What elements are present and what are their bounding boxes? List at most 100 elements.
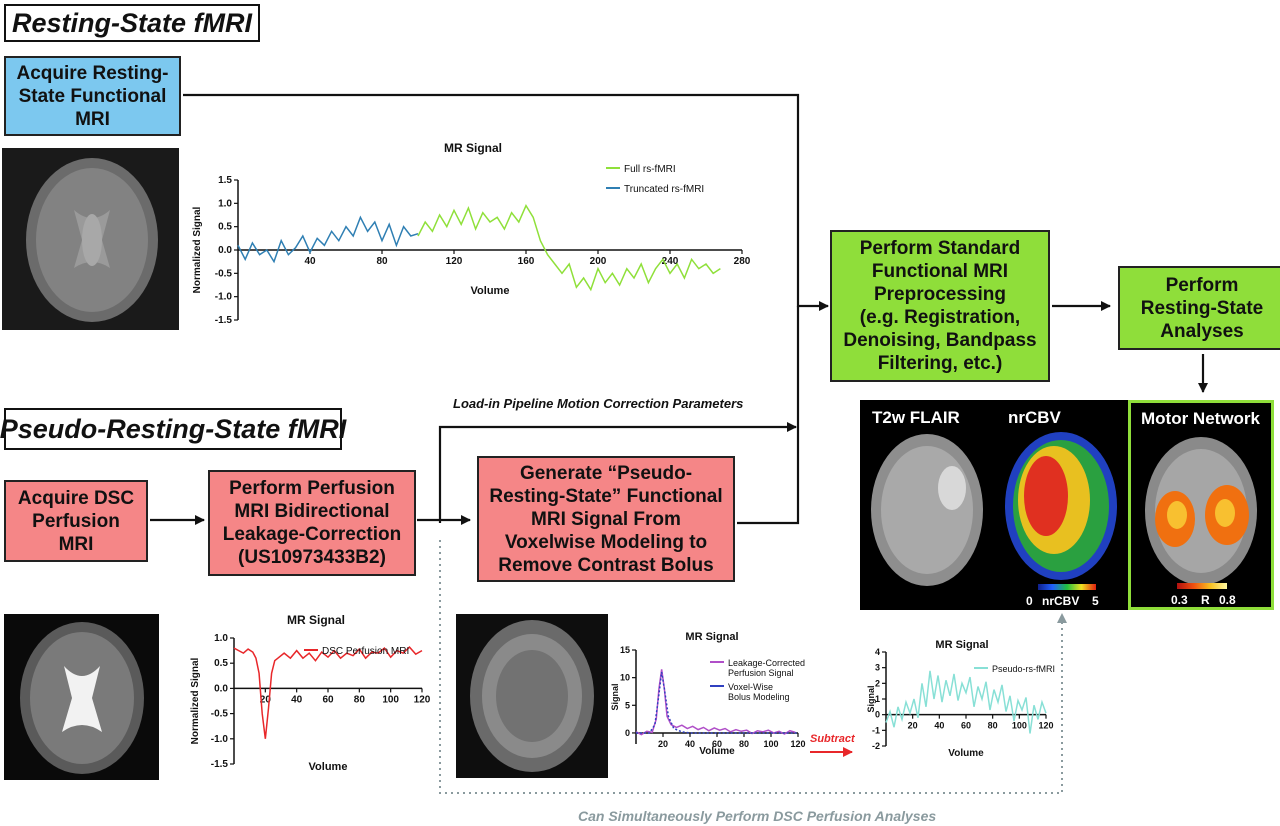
y-tick-label: 0.0 [218, 245, 232, 256]
x-tick-label: 80 [354, 694, 366, 705]
motion-correction-label: Load-in Pipeline Motion Correction Param… [453, 396, 744, 411]
y-tick-label: 0.0 [214, 683, 228, 694]
y-tick-label: 1.0 [214, 633, 228, 644]
y-tick-label: 4 [875, 647, 880, 657]
x-tick-label: 100 [763, 739, 778, 749]
x-tick-label: 160 [518, 256, 535, 267]
y-tick-label: 1 [875, 694, 880, 704]
resting-state-title: Resting-State fMRI [4, 4, 260, 42]
series-line-1 [417, 204, 721, 292]
y-tick-label: -0.5 [215, 268, 233, 279]
footer-note: Can Simultaneously Perform DSC Perfusion… [578, 808, 937, 824]
series-line-1 [885, 670, 1047, 734]
x-tick-label: 120 [414, 694, 431, 705]
generate-pseudo-rs-box: Generate “Pseudo- Resting-State” Functio… [477, 456, 735, 582]
y-tick-label: 1.0 [218, 198, 232, 209]
motor-scale-max: 0.8 [1219, 593, 1236, 607]
legend-label: Full rs-fMRI [624, 164, 676, 175]
y-axis-label: Signal [610, 683, 620, 710]
motor-scale-label: R [1201, 593, 1210, 607]
y-tick-label: -1.5 [215, 315, 233, 326]
chart-title: MR Signal [287, 613, 345, 627]
series-line-1 [233, 645, 423, 739]
y-tick-label: 0.5 [218, 222, 232, 233]
legend-label: Perfusion Signal [728, 668, 794, 678]
y-tick-label: 3 [875, 663, 880, 673]
legend-label: Truncated rs-fMRI [624, 184, 704, 195]
nrcbv-scale-label: nrCBV [1042, 594, 1080, 608]
y-tick-label: 2 [875, 678, 880, 688]
nrcbv-scale-min: 0 [1026, 594, 1033, 608]
x-tick-label: 200 [590, 256, 607, 267]
x-axis-label: Volume [309, 761, 348, 773]
motor-network-label: Motor Network [1141, 409, 1260, 428]
x-tick-label: 60 [322, 694, 334, 705]
rs-fmri-brain-image [2, 148, 179, 330]
legend-label: Pseudo-rs-fMRI [992, 664, 1055, 674]
x-tick-label: 20 [908, 721, 918, 731]
subtract-label: Subtract [810, 733, 855, 745]
motor-scale-min: 0.3 [1171, 593, 1188, 607]
acquire-rs-fmri-box: Acquire Resting- State Functional MRI [4, 56, 181, 136]
x-tick-label: 40 [685, 739, 695, 749]
x-tick-label: 240 [662, 256, 679, 267]
legend-label: DSC Perfusion MRI [322, 646, 409, 657]
x-tick-label: 60 [712, 739, 722, 749]
x-tick-label: 120 [1038, 721, 1053, 731]
legend-label: Voxel-Wise [728, 682, 773, 692]
t2w-flair-panel: T2w FLAIR [860, 400, 994, 610]
x-tick-label: 120 [446, 256, 463, 267]
x-tick-label: 40 [291, 694, 303, 705]
y-tick-label: 15 [620, 645, 630, 655]
x-tick-label: 60 [961, 721, 971, 731]
nrcbv-panel: nrCBV 0 nrCBV 5 [994, 400, 1128, 610]
nrcbv-colorbar [1038, 584, 1096, 590]
x-tick-label: 280 [734, 256, 751, 267]
chart-title: MR Signal [444, 141, 502, 155]
chart-title: MR Signal [685, 631, 738, 643]
y-tick-label: 0 [875, 710, 880, 720]
pseudo-brain-image [456, 614, 608, 778]
dsc-brain-image [4, 614, 159, 780]
x-tick-label: 40 [934, 721, 944, 731]
nrcbv-label: nrCBV [1008, 408, 1061, 427]
resting-state-analyses-box: Perform Resting-State Analyses [1118, 266, 1280, 350]
motor-colorbar [1177, 583, 1227, 589]
legend-label: Leakage-Corrected [728, 658, 805, 668]
y-axis-label: Signal [866, 685, 876, 712]
series-line-2 [636, 671, 798, 734]
y-tick-label: -1.0 [211, 734, 229, 745]
chart-title: MR Signal [935, 639, 988, 651]
motor-network-panel: Motor Network 0.3 R 0.8 [1128, 400, 1274, 610]
y-tick-label: 0 [625, 728, 630, 738]
series-line-1 [635, 669, 796, 736]
x-tick-label: 20 [260, 694, 272, 705]
t2w-flair-label: T2w FLAIR [872, 408, 960, 427]
y-tick-label: 0.5 [214, 658, 228, 669]
arrow-perfusion-dotted [439, 540, 1067, 794]
y-axis-label: Normalized Signal [192, 206, 203, 293]
preprocessing-box: Perform Standard Functional MRI Preproce… [830, 230, 1050, 382]
y-tick-label: -0.5 [211, 709, 229, 720]
y-tick-label: -2 [872, 741, 880, 751]
y-tick-label: -1 [872, 725, 880, 735]
nrcbv-scale-max: 5 [1092, 594, 1099, 608]
y-tick-label: 5 [625, 700, 630, 710]
x-tick-label: 120 [790, 739, 805, 749]
arrow-motion-params [438, 422, 797, 523]
leakage-correction-box: Perform Perfusion MRI Bidirectional Leak… [208, 470, 416, 576]
arrow-generate-to-preprocess [737, 306, 800, 525]
x-tick-label: 80 [988, 721, 998, 731]
x-tick-label: 40 [304, 256, 316, 267]
x-axis-label: Volume [699, 746, 735, 757]
x-tick-label: 80 [739, 739, 749, 749]
x-tick-label: 100 [1012, 721, 1027, 731]
acquire-dsc-box: Acquire DSC Perfusion MRI [4, 480, 148, 562]
x-axis-label: Volume [948, 748, 984, 759]
x-tick-label: 20 [658, 739, 668, 749]
